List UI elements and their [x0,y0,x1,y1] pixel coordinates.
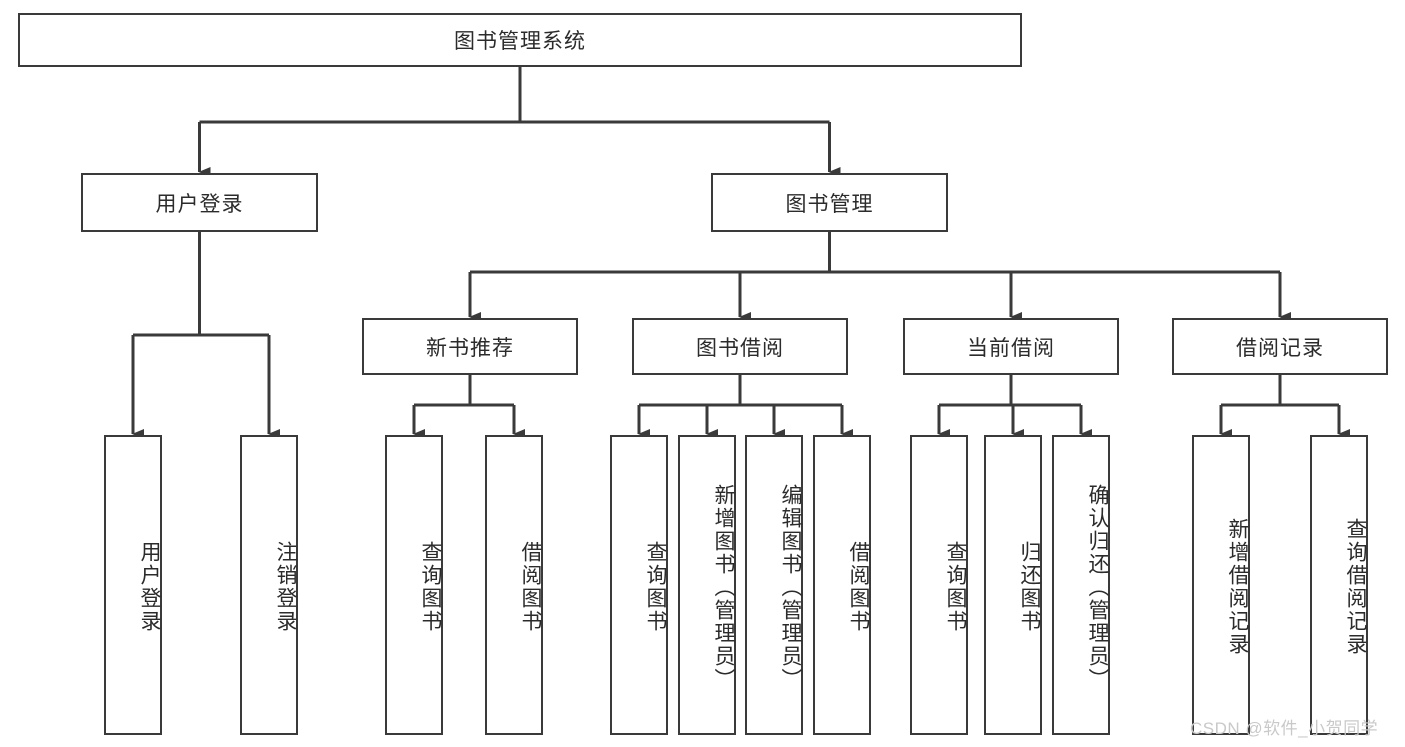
node-label: 查询图书 [419,541,442,633]
node-current-borrow[interactable]: 当前借阅 [903,318,1119,375]
node-leaf-add-record[interactable]: 新增借阅记录 [1192,435,1250,735]
node-borrow-record[interactable]: 借阅记录 [1172,318,1388,375]
node-leaf-edit-book[interactable]: 编辑图书（管理员） [745,435,803,735]
node-book-manage[interactable]: 图书管理 [711,173,948,232]
node-label: 新增借阅记录 [1226,518,1249,656]
node-label: 当前借阅 [967,336,1055,360]
node-label: 新书推荐 [426,336,514,360]
node-leaf-return-book[interactable]: 归还图书 [984,435,1042,735]
node-label: 查询图书 [944,541,967,633]
node-root[interactable]: 图书管理系统 [18,13,1022,67]
node-label: 新增图书（管理员） [712,483,735,691]
node-new-book-recommend[interactable]: 新书推荐 [362,318,578,375]
node-label: 查询借阅记录 [1344,518,1367,656]
node-label: 用户登录 [138,541,161,633]
node-leaf-query-book-1[interactable]: 查询图书 [385,435,443,735]
node-label: 用户登录 [155,192,244,216]
node-user-login[interactable]: 用户登录 [81,173,318,232]
csdn-watermark: CSDN @软件_小贺同学 [1190,719,1379,738]
node-leaf-user-login[interactable]: 用户登录 [104,435,162,735]
node-leaf-borrow-book-2[interactable]: 借阅图书 [813,435,871,735]
node-book-borrow[interactable]: 图书借阅 [632,318,848,375]
node-leaf-logout[interactable]: 注销登录 [240,435,298,735]
node-label: 查询图书 [644,541,667,633]
node-label: 借阅记录 [1236,336,1324,360]
node-leaf-confirm-return[interactable]: 确认归还（管理员） [1052,435,1110,735]
node-label: 图书管理系统 [454,30,586,53]
node-label: 借阅图书 [847,541,870,633]
node-leaf-add-book[interactable]: 新增图书（管理员） [678,435,736,735]
node-leaf-query-book-3[interactable]: 查询图书 [910,435,968,735]
node-label: 归还图书 [1018,541,1041,633]
node-leaf-borrow-book-1[interactable]: 借阅图书 [485,435,543,735]
node-label: 注销登录 [274,541,297,633]
node-label: 编辑图书（管理员） [779,483,802,691]
node-label: 借阅图书 [519,541,542,633]
node-leaf-query-record[interactable]: 查询借阅记录 [1310,435,1368,735]
node-leaf-query-book-2[interactable]: 查询图书 [610,435,668,735]
node-label: 图书管理 [785,192,874,216]
node-label: 图书借阅 [696,336,784,360]
node-label: 确认归还（管理员） [1086,483,1109,691]
